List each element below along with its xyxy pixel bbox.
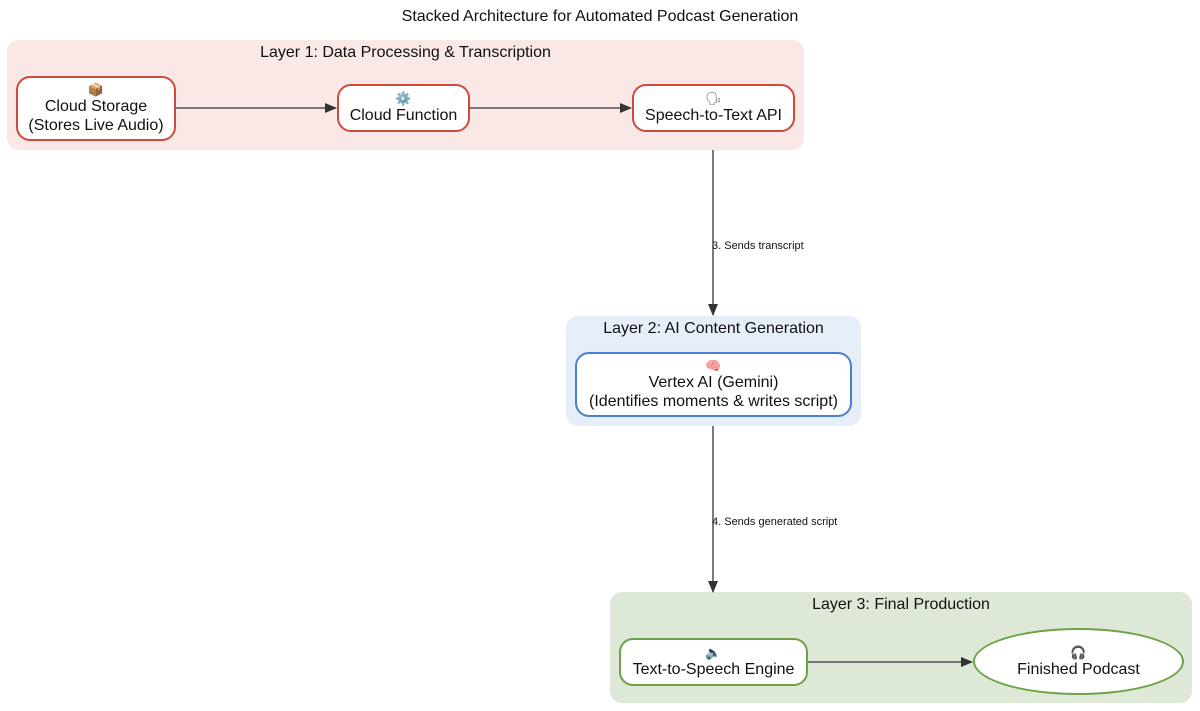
speaker-icon: 🔈 [705,645,722,660]
layer-1-title: Layer 1: Data Processing & Transcription [260,44,551,61]
node-cloud-storage-label: Cloud Storage [44,98,148,115]
gear-icon: ⚙️ [395,91,412,106]
node-text-to-speech-label: Text-to-Speech Engine [632,661,795,678]
node-vertex-ai-label: Vertex AI (Gemini) [648,374,779,391]
headphones-icon: 🎧 [1070,644,1087,660]
node-cloud-storage: 📦 Cloud Storage (Stores Live Audio) [16,76,176,141]
layer-2-title: Layer 2: AI Content Generation [603,320,824,337]
node-cloud-function: ⚙️ Cloud Function [337,84,470,132]
package-icon: 📦 [87,82,105,97]
diagram-title: Stacked Architecture for Automated Podca… [401,8,799,25]
node-finished-podcast: 🎧 Finished Podcast [973,628,1184,695]
node-speech-to-text: 🗣 Speech-to-Text API [632,84,795,132]
edge-label-sends-script: 4. Sends generated script [712,516,838,528]
node-cloud-function-label: Cloud Function [349,107,458,124]
node-cloud-storage-sublabel: (Stores Live Audio) [28,117,164,134]
brain-icon: 🧠 [705,358,722,373]
edge-label-sends-transcript: 3. Sends transcript [712,240,804,252]
node-vertex-ai: 🧠 Vertex AI (Gemini) (Identifies moments… [575,352,852,417]
layer-3-title: Layer 3: Final Production [812,596,990,613]
node-finished-podcast-label: Finished Podcast [1017,660,1140,678]
node-speech-to-text-label: Speech-to-Text API [645,107,782,124]
speaking-head-icon: 🗣 [705,91,722,106]
node-vertex-ai-sublabel: (Identifies moments & writes script) [589,393,838,410]
node-text-to-speech: 🔈 Text-to-Speech Engine [619,638,808,686]
